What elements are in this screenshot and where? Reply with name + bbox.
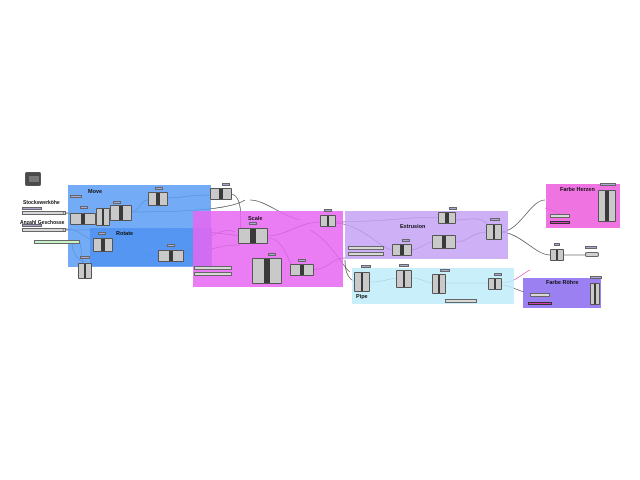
deconstruct-component[interactable] (210, 188, 232, 200)
scale-component[interactable] (252, 258, 282, 284)
pipe-curve-component[interactable] (396, 270, 412, 288)
output-param[interactable] (585, 252, 599, 257)
tag-16 (399, 264, 409, 267)
scale-out-component[interactable] (290, 264, 314, 276)
tag-14 (490, 218, 500, 221)
tag-4 (155, 187, 163, 190)
brep-component[interactable] (438, 212, 456, 224)
group-label-rotate: Rotate (116, 231, 134, 237)
extrusion-slider-1[interactable] (348, 246, 384, 250)
pipe-slider[interactable] (445, 299, 477, 303)
tag-3 (113, 201, 121, 204)
scale-slider-1[interactable] (194, 266, 232, 270)
graph-mapper-component[interactable] (78, 263, 92, 279)
anzahl-geschosse-slider[interactable]: 5 (22, 228, 66, 232)
tag-1 (70, 195, 82, 198)
colour-swatch-rohre[interactable] (528, 302, 552, 305)
group-label-scale: Scale (248, 216, 263, 222)
number-slider-a[interactable] (34, 240, 80, 244)
param-label-stockwerkhoehe: Stockswerköhe (23, 200, 60, 206)
tag-2 (80, 206, 88, 209)
pipe-points-component[interactable] (354, 272, 370, 292)
series-component[interactable] (96, 208, 110, 226)
group-label-farbe-rohre: Farbe Röhre (546, 280, 579, 286)
tag-18 (494, 273, 502, 276)
group-label-farbe-herzen: Farbe Herzen (560, 187, 595, 193)
tag-6 (98, 232, 106, 235)
tag-9 (268, 253, 276, 256)
custom-preview-rohre[interactable] (590, 283, 600, 305)
tag-5 (222, 183, 230, 186)
merge-component[interactable] (550, 249, 564, 261)
group-label-extrusion: Extrusion (400, 224, 426, 230)
scale-nu-component[interactable] (238, 228, 268, 244)
tag-13 (449, 207, 457, 210)
extrude-component[interactable] (432, 235, 456, 249)
multiply-component[interactable] (70, 213, 96, 225)
param-label-anzahl-geschosse: Anzahl Geschosse (20, 220, 65, 226)
grasshopper-object-icon (25, 172, 41, 186)
tag-12 (402, 239, 410, 242)
rohre-colour-slider[interactable] (530, 293, 550, 297)
tag-22 (590, 276, 602, 279)
tag-24 (22, 207, 42, 210)
tag-10 (298, 259, 306, 262)
tag-11 (324, 209, 332, 212)
tag-19 (554, 243, 560, 246)
tag-20 (585, 246, 597, 249)
stockwerkhoehe-slider[interactable]: 4 (22, 211, 66, 215)
herzen-colour-slider[interactable] (550, 214, 570, 218)
rotate-component[interactable] (93, 238, 113, 252)
tag-7 (167, 244, 175, 247)
custom-preview-herzen[interactable] (598, 190, 616, 222)
tag-17 (440, 269, 450, 272)
tag-23 (80, 256, 90, 259)
group-extrusion (345, 211, 508, 259)
tag-15 (361, 265, 371, 268)
curve-component[interactable] (320, 215, 336, 227)
extrusion-slider-2[interactable] (348, 252, 384, 256)
group-label-move: Move (88, 189, 103, 195)
tag-25 (22, 224, 42, 227)
group-label-pipe: Pipe (356, 294, 368, 300)
tag-8 (249, 222, 257, 225)
scale-slider-2[interactable] (194, 272, 232, 276)
rotate-output-component[interactable] (158, 250, 184, 262)
loft-component[interactable] (392, 244, 412, 256)
pipe-component[interactable] (432, 274, 446, 294)
colour-swatch-herzen[interactable] (550, 221, 570, 224)
extrusion-out-component[interactable] (486, 224, 502, 240)
unit-z-component[interactable] (110, 205, 132, 221)
move-component[interactable] (148, 192, 168, 206)
tag-21 (600, 183, 616, 186)
pipe-out-component[interactable] (488, 278, 502, 290)
